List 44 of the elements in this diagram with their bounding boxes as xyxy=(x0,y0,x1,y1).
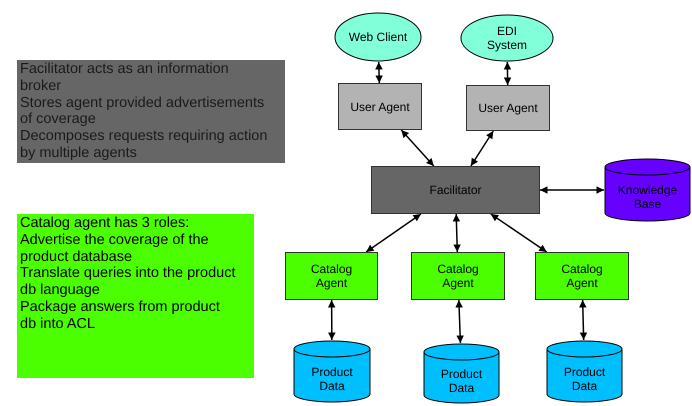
double-arrow xyxy=(490,213,548,253)
agent-box xyxy=(285,252,378,300)
node-label: Web Client xyxy=(348,30,408,44)
database-cylinder xyxy=(604,158,691,222)
client-ellipse xyxy=(460,14,554,62)
client-ellipse xyxy=(334,12,422,62)
node-label: Advertise the coverage of the product database xyxy=(20,232,210,266)
double-arrow xyxy=(455,300,464,344)
double-arrow xyxy=(375,62,383,84)
node-label: Catalog Agent xyxy=(310,262,354,290)
double-arrow xyxy=(452,214,461,252)
node-label: User Agent xyxy=(349,100,411,114)
double-arrow xyxy=(328,300,336,340)
node-label: Product Data xyxy=(310,364,354,392)
double-arrow xyxy=(579,300,588,340)
double-arrow xyxy=(470,130,494,166)
agent-box xyxy=(535,252,629,300)
node-label: Product Data xyxy=(440,366,484,394)
double-arrow xyxy=(504,62,512,86)
note-panel xyxy=(17,214,254,378)
node-label: Catalog agent has 3 roles: xyxy=(20,215,190,232)
database-cylinder xyxy=(293,340,371,403)
node-label: Facilitator acts as an information broker xyxy=(20,61,230,95)
node-label: Decomposes requests requiring action by multiple agents xyxy=(20,128,268,162)
node-label: Catalog Agent xyxy=(436,262,480,290)
double-arrow xyxy=(540,186,604,194)
node-label: Catalog Agent xyxy=(560,262,604,290)
agent-box xyxy=(338,83,422,130)
node-label: Product Data xyxy=(562,364,606,392)
node-label: Package answers from product db into ACL xyxy=(20,298,221,333)
node-label: Translate queries into the product db language xyxy=(20,265,236,299)
facilitator-box xyxy=(371,166,540,214)
node-label: Stores agent provided advertisements of coverage xyxy=(20,94,266,128)
double-arrow xyxy=(400,130,434,166)
node-label: User Agent xyxy=(477,101,539,115)
node-label: Facilitator xyxy=(428,183,482,197)
agent-box xyxy=(411,252,505,300)
node-label: EDI System xyxy=(486,24,528,52)
note-panel xyxy=(17,60,285,163)
agent-box xyxy=(466,85,550,131)
node-label: Knowledge Base xyxy=(616,183,678,211)
database-cylinder xyxy=(423,343,500,404)
double-arrow xyxy=(366,213,422,253)
database-cylinder xyxy=(546,340,623,403)
